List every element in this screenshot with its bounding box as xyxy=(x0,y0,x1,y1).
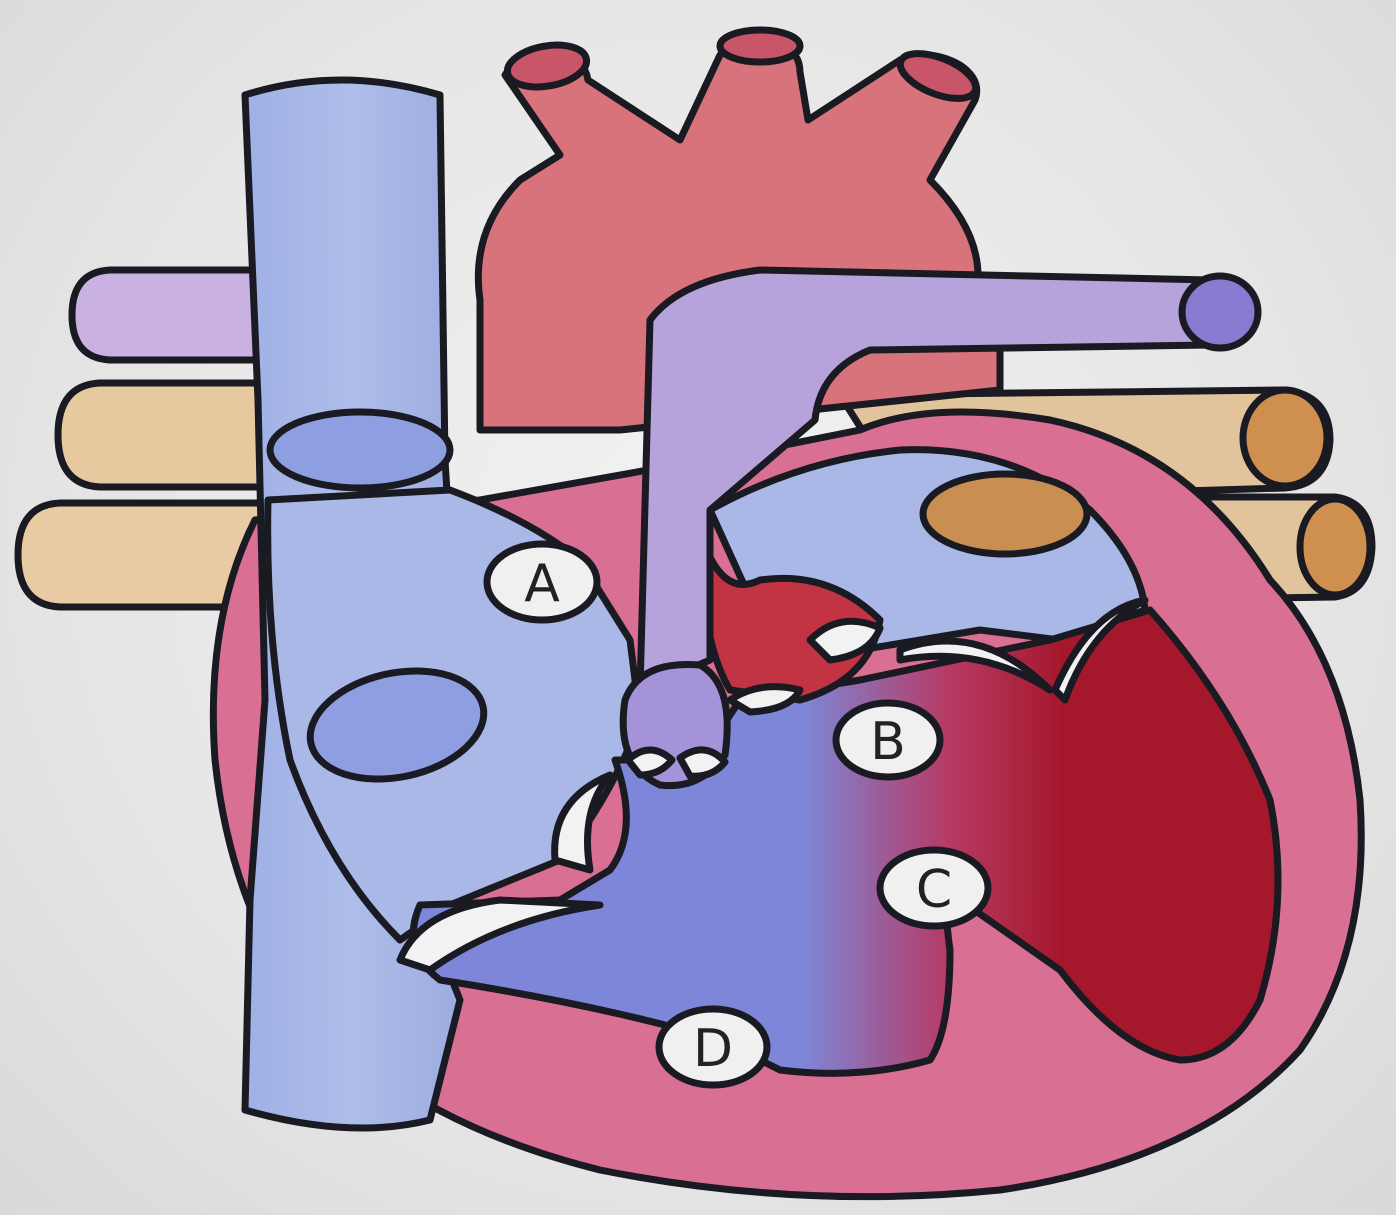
label-d-text: D xyxy=(693,1019,733,1079)
label-c-marker: C xyxy=(880,850,988,926)
label-b-text: B xyxy=(870,712,906,772)
label-a-text: A xyxy=(524,554,560,614)
label-b-marker: B xyxy=(836,703,940,777)
label-c-text: C xyxy=(916,860,952,920)
label-d-marker: D xyxy=(659,1009,767,1085)
label-a-marker: A xyxy=(487,544,597,620)
